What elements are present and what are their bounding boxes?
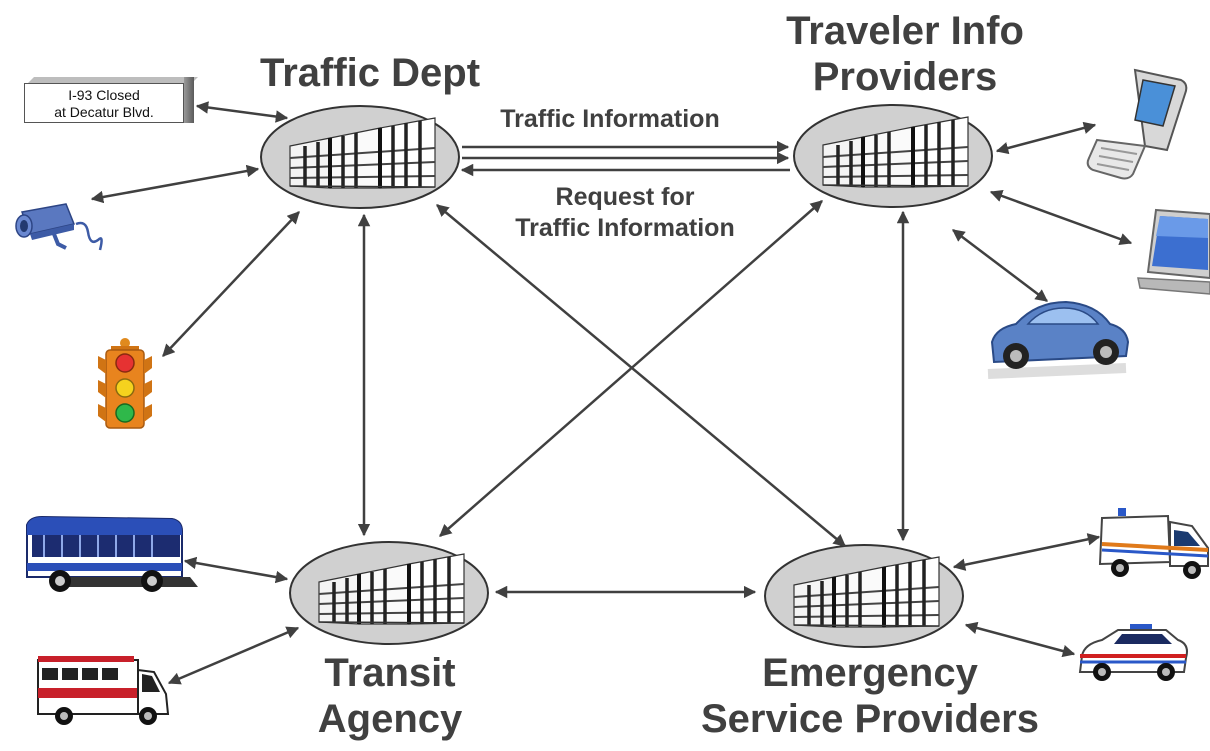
- laptop-arrow: [989, 189, 1133, 246]
- sign-line-1: I-93 Closed: [68, 87, 140, 103]
- transit-hub: [289, 541, 489, 645]
- request-label: Request for Traffic Information: [480, 182, 770, 245]
- road-closure-sign: I-93 Closed at Decatur Blvd.: [24, 77, 198, 125]
- ambulance-icon: [1098, 508, 1209, 579]
- transit-agency-title: Transit Agency: [290, 650, 490, 742]
- emergency-title-line-1: Emergency: [762, 651, 978, 695]
- emergency-title: Emergency Service Providers: [670, 650, 1070, 742]
- traffic-light-arrow: [162, 211, 300, 357]
- van-arrow: [167, 626, 300, 685]
- emergency-hub: [764, 544, 964, 648]
- traveler-info-title: Traveler Info Providers: [740, 8, 1070, 100]
- traffic-light-icon: [98, 338, 152, 429]
- traffic-dept-title: Traffic Dept: [259, 51, 481, 95]
- request-label-line-1: Request for: [555, 183, 695, 211]
- ambulance-arrow: [952, 533, 1101, 571]
- phone-arrow: [995, 121, 1097, 155]
- sign-arrow: [195, 101, 289, 123]
- traffic-dept-hub: [260, 105, 460, 209]
- request-label-line-2: Traffic Information: [515, 214, 735, 243]
- transit-title-line-2: Agency: [317, 697, 463, 741]
- camera-arrow: [90, 164, 260, 204]
- police-car-icon: [1078, 624, 1188, 681]
- traveler-transit-arrow: [439, 200, 823, 537]
- traffic-emergency-arrow: [436, 204, 846, 547]
- police-arrow: [964, 621, 1076, 658]
- camera-icon: [15, 203, 103, 251]
- laptop-icon: [1137, 208, 1210, 295]
- transit-title-line-1: Transit: [324, 651, 456, 695]
- shuttle-van-icon: [37, 656, 170, 725]
- cell-phone-icon: [1086, 68, 1188, 180]
- bus-arrow: [183, 556, 289, 584]
- bus-icon: [26, 515, 198, 592]
- car-icon: [987, 300, 1130, 379]
- sign-line-2: at Decatur Blvd.: [54, 104, 154, 120]
- emergency-title-line-2: Service Providers: [701, 697, 1039, 741]
- traveler-info-title-line-1: Traveler Info: [786, 9, 1024, 53]
- traffic-information-label: Traffic Information: [500, 105, 720, 133]
- traveler-info-title-line-2: Providers: [812, 55, 998, 99]
- traveler-info-hub: [793, 104, 993, 208]
- car-arrow: [952, 229, 1048, 302]
